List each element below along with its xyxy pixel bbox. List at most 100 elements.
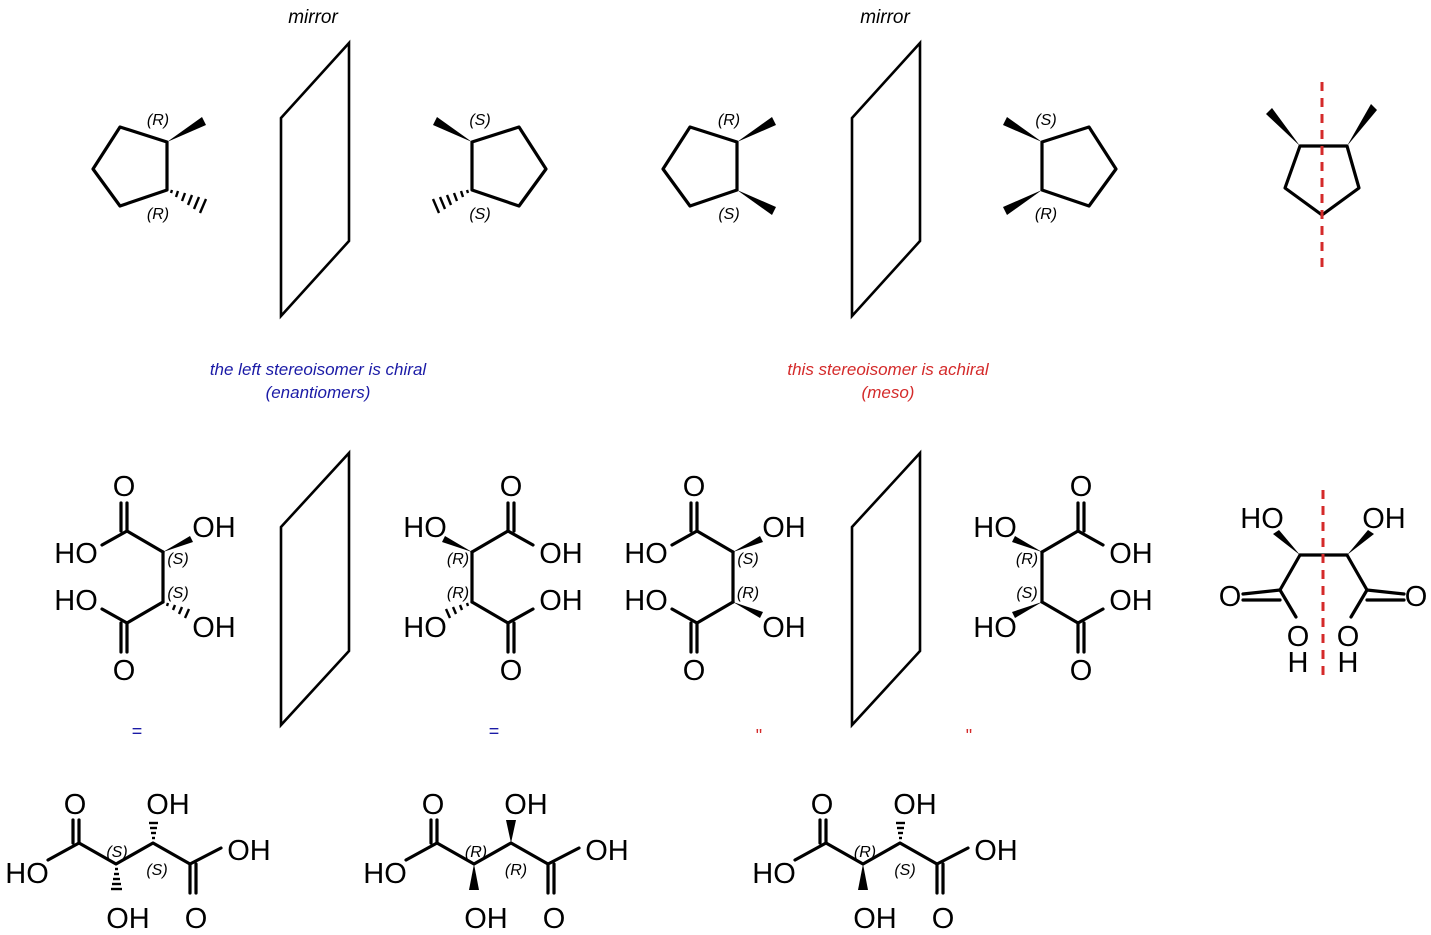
caption-achiral-line1: this stereoisomer is achiral [787, 360, 989, 379]
atom-label: O [932, 903, 955, 935]
cis-dimethylcyclopentane-RS: (R) (S) [661, 112, 776, 223]
stereo-label: (S) [469, 112, 490, 129]
stereo-label: (R) [465, 844, 487, 861]
atom-label: O [1070, 471, 1093, 503]
atom-label: O [543, 903, 566, 935]
equals-sign: " [966, 726, 972, 746]
stereo-label: (S) [894, 862, 915, 879]
tartaric-acid-zigzag-RR: O HO OH OH OH O (R) (R) [363, 789, 629, 935]
mirror-plane-bottom-right [850, 449, 922, 729]
equals-sign: = [489, 721, 500, 741]
atom-label: O [422, 789, 445, 821]
stereo-label: (S) [718, 206, 739, 223]
stereo-label: (S) [106, 844, 127, 861]
atom-label: OH [192, 612, 236, 644]
atom-label: O [1405, 581, 1428, 613]
atom-label: O [1287, 621, 1310, 653]
tartaric-acid-SS: O HO OH HO OH O (S) (S) [54, 471, 236, 687]
atom-label: O [113, 471, 136, 503]
mirror-plane-top-left [279, 39, 351, 320]
stereo-label: (S) [469, 206, 490, 223]
atom-label: O [64, 789, 87, 821]
atom-label: HO [1240, 503, 1284, 535]
atom-label: HO [363, 858, 407, 890]
atom-label: OH [853, 903, 897, 935]
atom-label: O [1219, 581, 1242, 613]
atom-label: HO [973, 512, 1017, 544]
atom-label: HO [54, 538, 98, 570]
mirror-plane-top-right [850, 39, 922, 320]
trans-dimethylcyclopentane-RR: (R) (R) [91, 112, 208, 223]
tartaric-acid-meso-SR: O HO OH HO OH O (S) (R) [624, 471, 806, 687]
caption-achiral-line2: (meso) [862, 383, 915, 402]
tartaric-acid-RR: O HO OH HO OH O (R) (R) [403, 471, 583, 687]
atom-label: OH [893, 789, 937, 821]
stereo-label: (R) [447, 551, 469, 568]
atom-label: HO [403, 612, 447, 644]
stereo-label: (R) [854, 844, 876, 861]
mirror-plane-bottom-left [279, 449, 351, 729]
atom-label: OH [1362, 503, 1406, 535]
tartaric-acid-zigzag-SS: O HO OH OH OH O (S) (S) [5, 789, 271, 935]
atom-label: OH [192, 512, 236, 544]
tartaric-acid-zigzag-meso: O HO OH OH OH O (R) (S) [752, 789, 1018, 935]
tartaric-acid-meso-RS: O HO OH HO OH O (R) (S) [973, 471, 1153, 687]
stereo-label: (R) [737, 585, 759, 602]
atom-label: HO [5, 858, 49, 890]
atom-label: HO [973, 612, 1017, 644]
atom-label: OH [539, 585, 583, 617]
stereo-label: (S) [1035, 112, 1056, 129]
atom-label: OH [974, 835, 1018, 867]
atom-label: HO [403, 512, 447, 544]
mirror-label-left: mirror [288, 7, 338, 28]
atom-label: OH [504, 789, 548, 821]
atom-label: OH [762, 612, 806, 644]
atom-label: H [1338, 647, 1359, 679]
atom-label: OH [464, 903, 508, 935]
equals-sign: " [756, 726, 762, 746]
atom-label: HO [54, 585, 98, 617]
atom-label: OH [762, 512, 806, 544]
stereo-label: (S) [167, 551, 188, 568]
atom-label: HO [624, 585, 668, 617]
atom-label: O [113, 655, 136, 687]
caption-chiral-line1: the left stereoisomer is chiral [210, 360, 428, 379]
equals-sign: = [132, 721, 143, 741]
atom-label: O [500, 471, 523, 503]
caption-chiral-line2: (enantiomers) [266, 383, 371, 402]
stereo-label: (S) [146, 862, 167, 879]
mirror-label-right: mirror [860, 7, 910, 28]
stereo-label: (R) [147, 112, 169, 129]
atom-label: HO [752, 858, 796, 890]
tartaric-acid-meso-symmetric: HO OH O O O H O H [1219, 490, 1428, 679]
atom-label: O [811, 789, 834, 821]
atom-label: O [683, 655, 706, 687]
atom-label: O [683, 471, 706, 503]
atom-label: O [1070, 655, 1093, 687]
atom-label: O [1337, 621, 1360, 653]
trans-dimethylcyclopentane-SS: (S) (S) [431, 112, 548, 223]
stereo-label: (R) [147, 206, 169, 223]
atom-label: OH [585, 835, 629, 867]
cis-dimethylcyclopentane-SR: (S) (R) [1003, 112, 1118, 223]
atom-label: OH [539, 538, 583, 570]
atom-label: OH [146, 789, 190, 821]
stereo-label: (S) [737, 551, 758, 568]
atom-label: OH [227, 835, 271, 867]
atom-label: OH [1109, 538, 1153, 570]
atom-label: H [1288, 647, 1309, 679]
stereo-label: (R) [718, 112, 740, 129]
meso-dimethylcyclopentane [1266, 82, 1377, 268]
atom-label: O [185, 903, 208, 935]
stereo-label: (R) [1035, 206, 1057, 223]
atom-label: OH [1109, 585, 1153, 617]
atom-label: O [500, 655, 523, 687]
atom-label: HO [624, 538, 668, 570]
stereo-label: (R) [447, 585, 469, 602]
stereo-label: (R) [505, 862, 527, 879]
stereo-label: (S) [1016, 585, 1037, 602]
stereo-label: (R) [1016, 551, 1038, 568]
atom-label: OH [106, 903, 150, 935]
stereo-label: (S) [167, 585, 188, 602]
